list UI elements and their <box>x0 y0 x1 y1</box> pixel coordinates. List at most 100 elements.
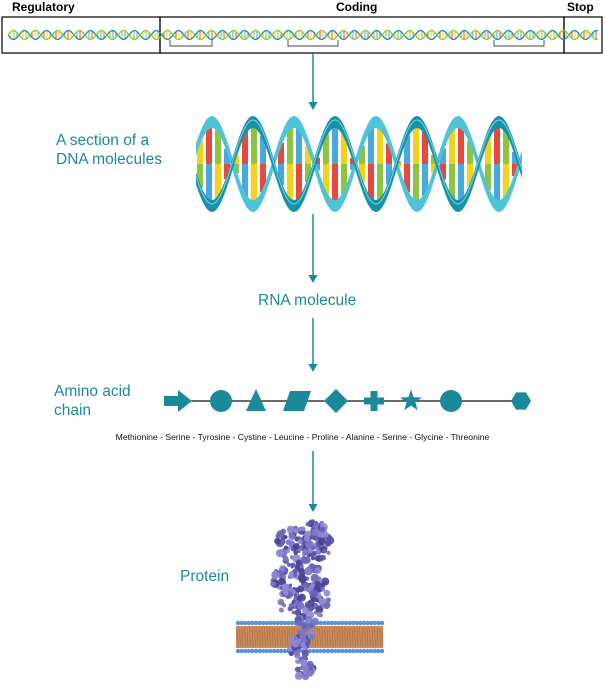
base-pair-top <box>413 124 419 164</box>
lipid-head-bottom <box>311 648 316 654</box>
lipid-head-bottom <box>239 648 244 654</box>
protein-atom <box>301 526 306 532</box>
protein-atom <box>313 569 318 574</box>
protein-illustration <box>235 519 385 681</box>
protein-atom <box>316 611 322 618</box>
base-pair-bottom <box>485 164 491 191</box>
regulatory-label: Regulatory <box>12 0 75 14</box>
protein-atom <box>296 619 303 626</box>
lipid-tail <box>259 627 261 647</box>
base-pair-bottom <box>251 164 257 204</box>
base-pair-top <box>377 126 383 164</box>
lipid-tail <box>254 627 256 647</box>
lipid-tail <box>256 627 259 647</box>
base-pair-top <box>485 137 491 164</box>
lipid-head-bottom <box>333 648 338 654</box>
lipid-tail <box>359 627 361 647</box>
lipid-head-bottom <box>318 648 323 654</box>
protein-atom <box>286 562 292 567</box>
flow-arrow-head-3 <box>308 364 318 372</box>
base-pair-bottom <box>386 164 392 185</box>
protein-atom <box>290 565 294 569</box>
base-pair-bottom <box>368 164 374 202</box>
protein-atom <box>300 659 308 667</box>
lipid-head-top <box>282 620 287 626</box>
base-pair-top <box>440 148 446 164</box>
lipid-head-top <box>322 620 327 626</box>
base-pair-top <box>431 155 437 164</box>
lipid-tail <box>329 627 331 647</box>
amino-label: Amino acid chain <box>54 382 131 420</box>
dna-strand-highlight <box>195 119 523 205</box>
base-pair-bottom <box>296 164 302 201</box>
flow-arrow-head-1 <box>308 102 318 110</box>
protein-atom <box>321 587 326 592</box>
protein-atom <box>310 556 316 561</box>
lipid-tail <box>324 627 326 647</box>
base-pair-top <box>260 135 266 164</box>
lipid-head-top <box>235 620 241 626</box>
protein-atom <box>277 577 286 586</box>
base-pair-top <box>224 149 230 164</box>
lipid-tail <box>266 627 269 647</box>
amino-shape-triangle <box>246 389 266 411</box>
lipid-tail <box>371 627 374 647</box>
lipid-head-bottom <box>282 648 287 654</box>
lipid-tail <box>374 627 376 647</box>
lipid-tail <box>376 627 379 647</box>
protein-atom <box>304 601 312 608</box>
protein-atom <box>282 555 289 562</box>
stop-label: Stop <box>567 0 594 14</box>
base-pair-top <box>368 126 374 164</box>
protein-atom <box>288 650 295 657</box>
protein-atom <box>305 530 312 537</box>
lipid-tail <box>341 627 344 647</box>
protein-atom <box>301 650 309 658</box>
lipid-tail <box>364 627 366 647</box>
protein-structure <box>270 519 335 681</box>
lipid-tail <box>251 627 254 647</box>
protein-atom <box>310 519 315 524</box>
base-pair-top <box>512 152 518 164</box>
lipid-head-top <box>318 620 323 626</box>
coding-label: Coding <box>336 0 378 14</box>
protein-atom <box>303 581 309 588</box>
lipid-head-top <box>379 620 385 626</box>
base-pair-bottom <box>359 164 365 183</box>
lipid-head-top <box>340 620 345 626</box>
lipid-head-top <box>333 620 338 626</box>
amino-acid-sequence: Methionine - Serine - Tyrosine - Cystine… <box>115 432 490 442</box>
base-pair-bottom <box>332 164 338 204</box>
base-pair-bottom <box>494 164 500 204</box>
stop-region <box>563 16 603 54</box>
lipid-head-bottom <box>354 648 359 654</box>
base-pair-bottom <box>305 164 311 182</box>
protein-atom <box>315 605 324 614</box>
lipid-head-top <box>243 620 248 626</box>
base-pair-bottom <box>260 164 266 193</box>
base-pair-bottom <box>431 164 437 173</box>
lipid-head-bottom <box>358 648 363 654</box>
lipid-head-bottom <box>271 648 277 654</box>
lipid-head-top <box>351 620 356 626</box>
protein-atom <box>314 580 321 588</box>
protein-atom <box>302 548 310 556</box>
lipid-tail <box>349 627 351 647</box>
base-pair-top <box>386 143 392 164</box>
protein-atom <box>306 619 311 624</box>
gene-bar <box>1 16 603 54</box>
base-pair-top <box>323 133 329 164</box>
lipid-head-top <box>358 620 363 626</box>
lipid-tail <box>319 627 321 647</box>
protein-atom <box>292 568 299 574</box>
lipid-head-top <box>275 620 280 626</box>
exon-bracket-2 <box>287 40 339 47</box>
dna-label-line-1: A section of a <box>56 132 150 149</box>
protein-atom <box>283 545 289 550</box>
protein-atom <box>311 546 315 551</box>
lipid-head-bottom <box>253 648 259 654</box>
lipid-tail <box>244 627 246 647</box>
base-pair-top <box>278 142 284 164</box>
protein-atom <box>299 632 306 640</box>
protein-atom <box>288 603 293 608</box>
